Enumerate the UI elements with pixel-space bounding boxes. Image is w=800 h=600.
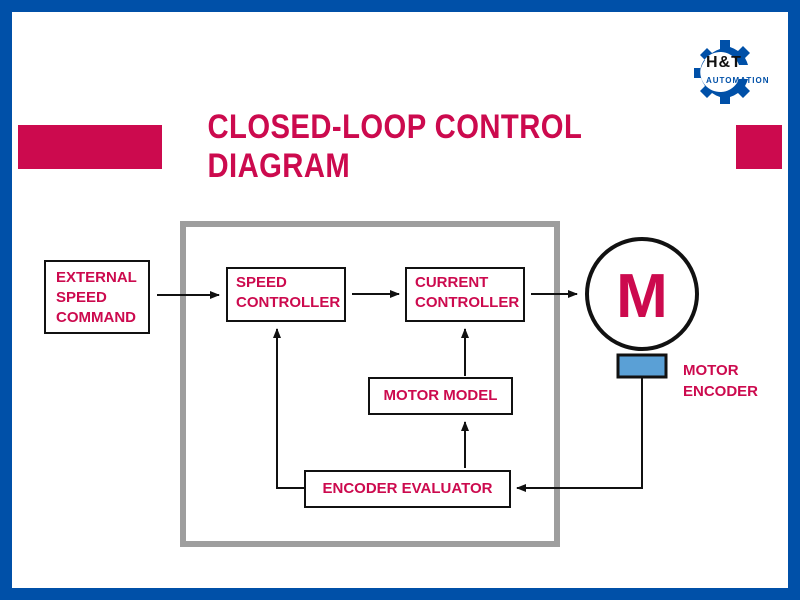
motor-circle [585, 237, 699, 351]
logo-subtitle: AUTOMATION [706, 76, 770, 85]
speed-controller: SPEED CONTROLLER [226, 267, 346, 322]
title-bar-left [18, 125, 162, 169]
encoder-block [616, 353, 668, 379]
gear-logo-icon [694, 40, 750, 104]
motor-model: MOTOR MODEL [368, 377, 513, 415]
control-loop-frame [180, 221, 560, 547]
motor-encoder-label: MOTOR ENCODER [683, 362, 759, 400]
logo-name: H&T [706, 54, 742, 71]
wire-encoder-to-evaluator [516, 375, 643, 492]
motor-letter: M [616, 262, 668, 331]
current-controller: CURRENT CONTROLLER [405, 267, 525, 322]
diagram-title: CLOSED-LOOP CONTROL DIAGRAM [207, 108, 582, 185]
title-bar-right [736, 125, 782, 169]
wire-evaluator-to-speed [273, 328, 304, 489]
encoder-evaluator: ENCODER EVALUATOR [304, 470, 511, 508]
external-speed-command: EXTERNAL SPEED COMMAND [44, 260, 150, 334]
